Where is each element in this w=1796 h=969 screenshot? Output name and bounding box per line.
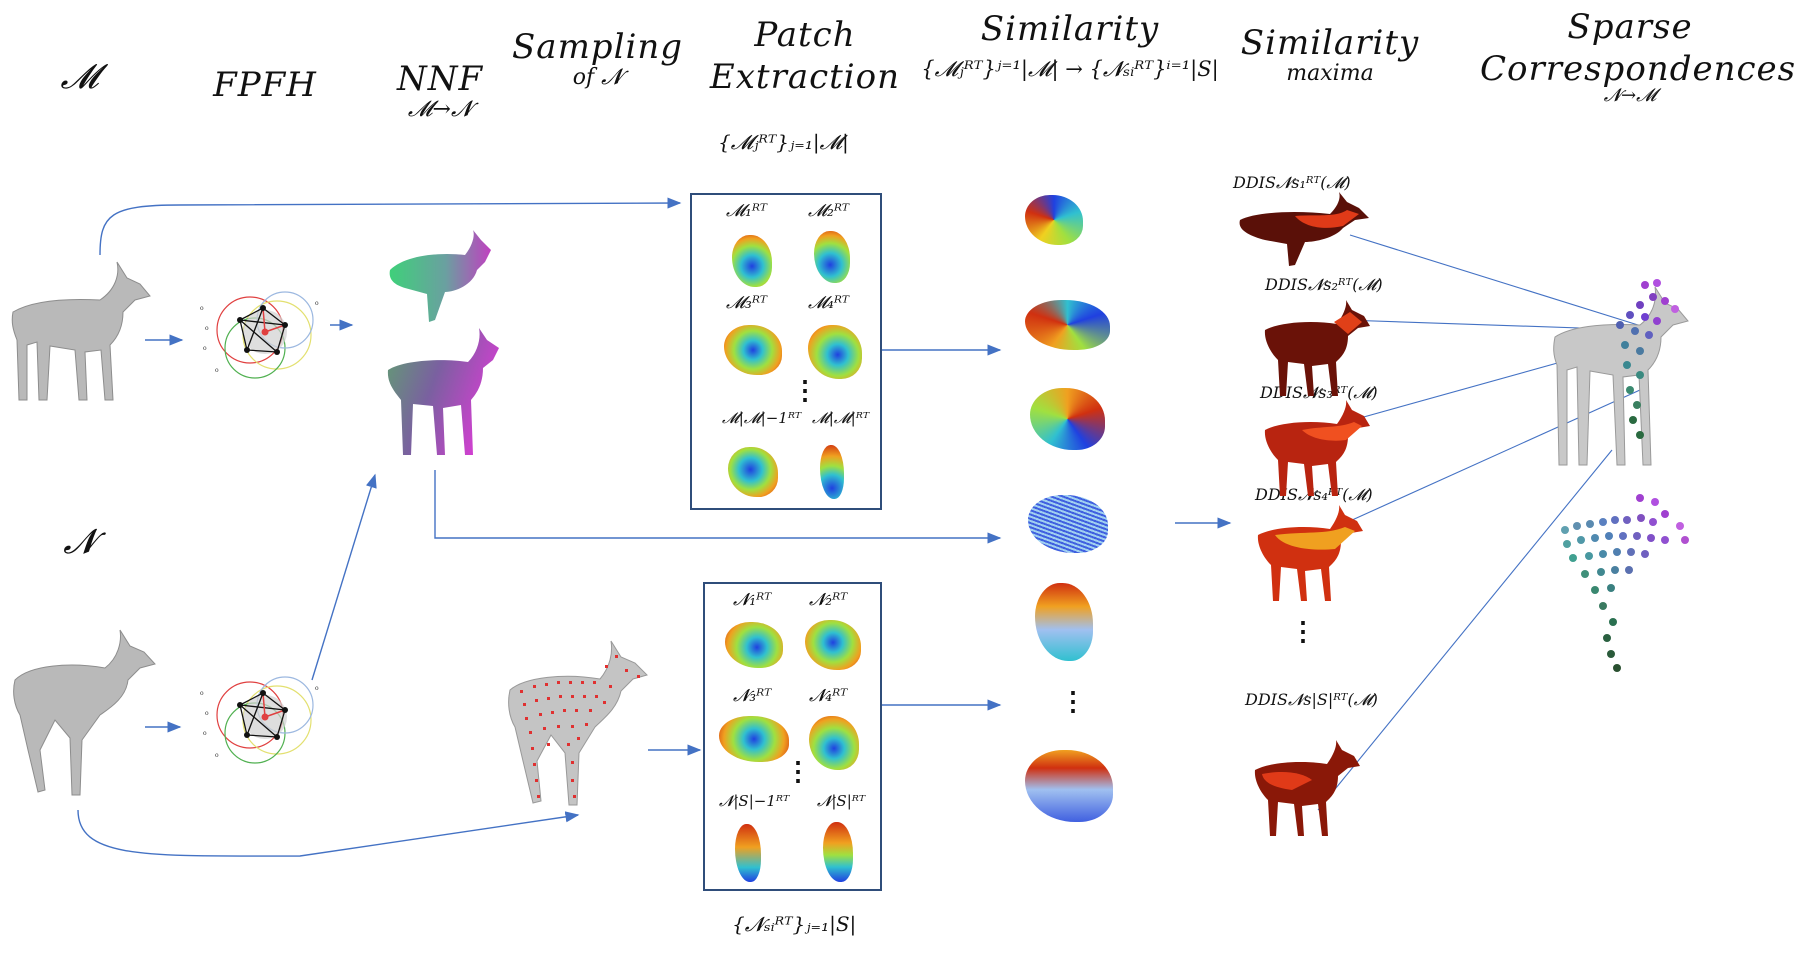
m-patch-4 bbox=[808, 325, 862, 379]
nnf-dog-head bbox=[389, 230, 491, 322]
m-patch-label: 𝓜₃ᴿᵀ bbox=[726, 293, 768, 313]
m-patch-label: 𝓜₁ᴿᵀ bbox=[726, 201, 768, 221]
n-patch-1 bbox=[725, 622, 783, 668]
ddis-dog-4 bbox=[1257, 505, 1363, 601]
header-m: 𝓜 bbox=[60, 57, 100, 97]
n-patch-label: 𝓝₁ᴿᵀ bbox=[733, 590, 772, 610]
m-patch-label: 𝓜|𝓜|−1ᴿᵀ bbox=[722, 409, 802, 427]
nnf-dog-body bbox=[387, 328, 499, 455]
header-nnf: NNF 𝓜→𝓝 bbox=[396, 59, 484, 122]
m-patch-3 bbox=[724, 325, 782, 375]
similarity-patch bbox=[1025, 750, 1113, 822]
ddis-dog-5 bbox=[1254, 740, 1360, 836]
svg-text:o: o bbox=[215, 367, 219, 374]
header-fpfh: FPFH bbox=[213, 65, 317, 105]
n-patch-label: 𝓝|S|ᴿᵀ bbox=[817, 792, 866, 810]
n-patch-set: {𝓝ₛᵢᴿᵀ}ⱼ₌₁|S| bbox=[732, 912, 857, 936]
n-patch-2 bbox=[805, 620, 861, 670]
similarity-patch bbox=[1030, 388, 1105, 450]
n-patch-6 bbox=[823, 822, 853, 882]
ddis-dog-2 bbox=[1264, 300, 1370, 396]
n-patch-label: 𝓝₃ᴿᵀ bbox=[733, 686, 772, 706]
m-patch-1 bbox=[732, 235, 772, 287]
n-patch-label: 𝓝|S|−1ᴿᵀ bbox=[719, 792, 790, 810]
ddis-label: DDIS𝓝s₁ᴿᵀ(𝓜) bbox=[1233, 173, 1351, 192]
ddis-label: DDIS𝓝s₂ᴿᵀ(𝓜) bbox=[1265, 275, 1383, 294]
svg-text:o: o bbox=[315, 685, 319, 692]
header-similarity: Similarity {𝓜ⱼᴿᵀ}ʲ⁼¹|𝓜| → {𝓝ₛᵢᴿᵀ}ⁱ⁼¹|S| bbox=[921, 9, 1219, 81]
svg-text:o: o bbox=[200, 690, 204, 697]
header-sparse-correspondences: Sparse Correspondences 𝓝→𝓜 bbox=[1480, 7, 1796, 107]
svg-text:o: o bbox=[205, 710, 209, 717]
similarity-patch bbox=[1025, 195, 1083, 245]
label-n: 𝓝 bbox=[63, 522, 97, 562]
m-patch-label: 𝓜|𝓜|ᴿᵀ bbox=[812, 409, 870, 427]
fpfh-diagram-m: o o o o o bbox=[200, 291, 319, 379]
m-patch-2 bbox=[814, 231, 850, 283]
header-sampling: Sampling of 𝓝 bbox=[512, 27, 683, 90]
fpfh-diagram-n: o o o o o bbox=[200, 676, 319, 764]
n-patch-5 bbox=[735, 824, 761, 882]
m-patch-ellipsis: ⋮ bbox=[792, 376, 818, 406]
m-patch-set: {𝓜ⱼᴿᵀ}ⱼ₌₁|𝓜| bbox=[718, 130, 849, 154]
n-patch-4 bbox=[809, 716, 859, 770]
similarity-patch bbox=[1025, 300, 1110, 350]
svg-text:o: o bbox=[315, 300, 319, 307]
similarity-patch bbox=[1028, 495, 1108, 553]
m-patch-5 bbox=[728, 447, 778, 497]
svg-text:o: o bbox=[200, 305, 204, 312]
ddis-dog-1 bbox=[1239, 192, 1369, 266]
svg-text:o: o bbox=[203, 345, 207, 352]
ddis-dog-3 bbox=[1264, 400, 1370, 496]
svg-text:o: o bbox=[215, 752, 219, 759]
m-patch-label: 𝓜₄ᴿᵀ bbox=[808, 293, 850, 313]
similarity-patch bbox=[1035, 583, 1093, 661]
n-patch-label: 𝓝₂ᴿᵀ bbox=[809, 590, 848, 610]
n-patch-box: 𝓝₁ᴿᵀ 𝓝₂ᴿᵀ 𝓝₃ᴿᵀ 𝓝₄ᴿᵀ ⋮ 𝓝|S|−1ᴿᵀ 𝓝|S|ᴿᵀ bbox=[703, 582, 882, 891]
similarity-ellipsis: ⋮ bbox=[1060, 687, 1086, 717]
n-patch-ellipsis: ⋮ bbox=[785, 757, 811, 787]
m-patch-6 bbox=[820, 445, 844, 499]
ddis-label: DDIS𝓝s|S|ᴿᵀ(𝓜) bbox=[1245, 690, 1378, 709]
ddis-ellipsis: ⋮ bbox=[1290, 617, 1316, 647]
n-patch-label: 𝓝₄ᴿᵀ bbox=[809, 686, 848, 706]
m-patch-box: 𝓜₁ᴿᵀ 𝓜₂ᴿᵀ 𝓜₃ᴿᵀ 𝓜₄ᴿᵀ ⋮ 𝓜|𝓜|−1ᴿᵀ 𝓜|𝓜|ᴿᵀ bbox=[690, 193, 882, 510]
dog-mesh-n bbox=[13, 629, 156, 796]
n-patch-3 bbox=[719, 716, 789, 762]
correspondence-points-n bbox=[1561, 494, 1689, 672]
m-patch-label: 𝓜₂ᴿᵀ bbox=[808, 201, 850, 221]
ddis-label: DDIS𝓝s₃ᴿᵀ(𝓜) bbox=[1260, 383, 1378, 402]
dog-mesh-m bbox=[11, 261, 151, 401]
svg-text:o: o bbox=[203, 730, 207, 737]
header-similarity-maxima: Similarity maxima bbox=[1240, 23, 1420, 86]
correspondence-dog-m bbox=[1553, 279, 1689, 466]
sampled-dog bbox=[508, 640, 648, 806]
header-patch-extraction: Patch Extraction bbox=[709, 15, 901, 97]
svg-text:o: o bbox=[205, 325, 209, 332]
